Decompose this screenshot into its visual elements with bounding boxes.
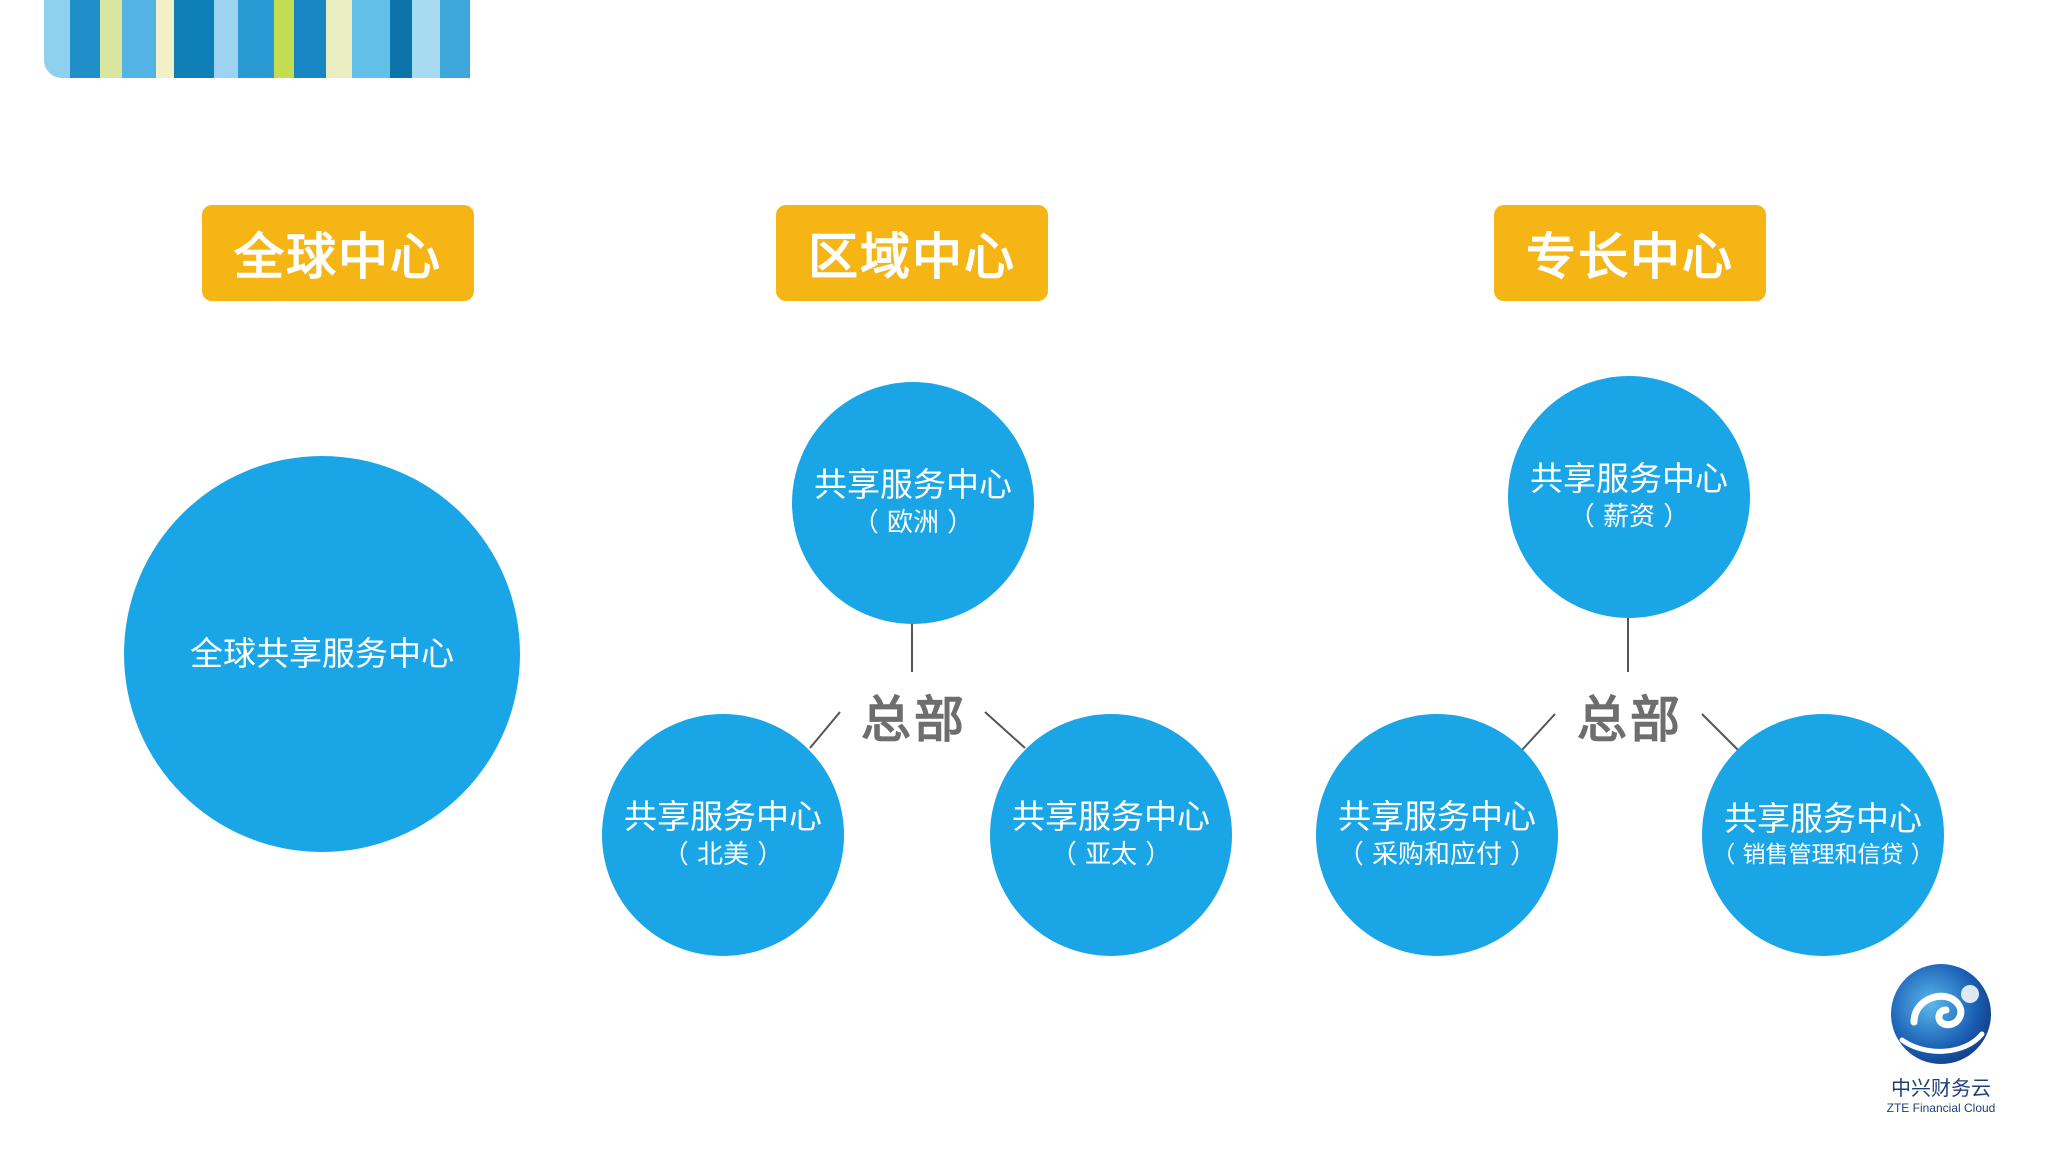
stripe <box>100 0 122 78</box>
expertise-node-procurement-payables: 共享服务中心 （ 采购和应付 ） <box>1316 714 1558 956</box>
stripe <box>122 0 156 78</box>
node-name: 共享服务中心 <box>1338 797 1536 837</box>
node-sub: （ 采购和应付 ） <box>1337 840 1537 871</box>
stripe <box>412 0 440 78</box>
stripe <box>294 0 326 78</box>
node-name: 共享服务中心 <box>1012 797 1210 837</box>
stripe <box>214 0 238 78</box>
regional-node-europe: 共享服务中心 （ 欧洲 ） <box>792 382 1034 624</box>
title-expertise-center: 专长中心 <box>1494 205 1766 301</box>
stripe <box>156 0 174 78</box>
regional-node-asia-pacific: 共享服务中心 （ 亚太 ） <box>990 714 1232 956</box>
global-shared-service-center: 全球共享服务中心 <box>124 456 520 852</box>
expertise-node-payroll: 共享服务中心 （ 薪资 ） <box>1508 376 1750 618</box>
stripe <box>390 0 412 78</box>
stripe <box>352 0 390 78</box>
connector-expertise-left <box>1521 713 1556 751</box>
stripe <box>70 0 100 78</box>
node-name: 共享服务中心 <box>1724 799 1922 839</box>
node-sub: （ 销售管理和信贷 ） <box>1712 842 1934 869</box>
zte-financial-cloud-logo: 中兴财务云 ZTE Financial Cloud <box>1876 960 2006 1120</box>
cloud-swirl-icon <box>1891 964 1991 1064</box>
node-name: 共享服务中心 <box>624 797 822 837</box>
node-sub: （ 北美 ） <box>662 840 784 871</box>
stripe <box>274 0 294 78</box>
stripe <box>174 0 214 78</box>
node-name: 共享服务中心 <box>814 465 1012 505</box>
expertise-hub-label: 总部 <box>1577 691 1683 749</box>
stripe <box>326 0 352 78</box>
stripe <box>440 0 470 78</box>
title-global-center: 全球中心 <box>202 205 474 301</box>
regional-node-north-america: 共享服务中心 （ 北美 ） <box>602 714 844 956</box>
expertise-node-sales-credit: 共享服务中心 （ 销售管理和信贷 ） <box>1702 714 1944 956</box>
stripe <box>44 0 70 78</box>
node-name: 共享服务中心 <box>1530 459 1728 499</box>
stripe <box>238 0 274 78</box>
logo-name-cn: 中兴财务云 <box>1891 1076 1991 1100</box>
node-sub: （ 薪资 ） <box>1568 502 1690 533</box>
connector-regional-right <box>984 711 1026 749</box>
title-regional-center: 区域中心 <box>776 205 1048 301</box>
global-center-label: 全球共享服务中心 <box>190 634 454 674</box>
logo-name-en: ZTE Financial Cloud <box>1886 1101 1996 1115</box>
connector-regional-left <box>809 711 841 749</box>
node-sub: （ 亚太 ） <box>1050 840 1172 871</box>
decorative-stripe-banner <box>44 0 514 78</box>
node-sub: （ 欧洲 ） <box>852 508 974 539</box>
connector-expertise-right <box>1701 713 1739 751</box>
regional-hub-label: 总部 <box>861 691 967 749</box>
